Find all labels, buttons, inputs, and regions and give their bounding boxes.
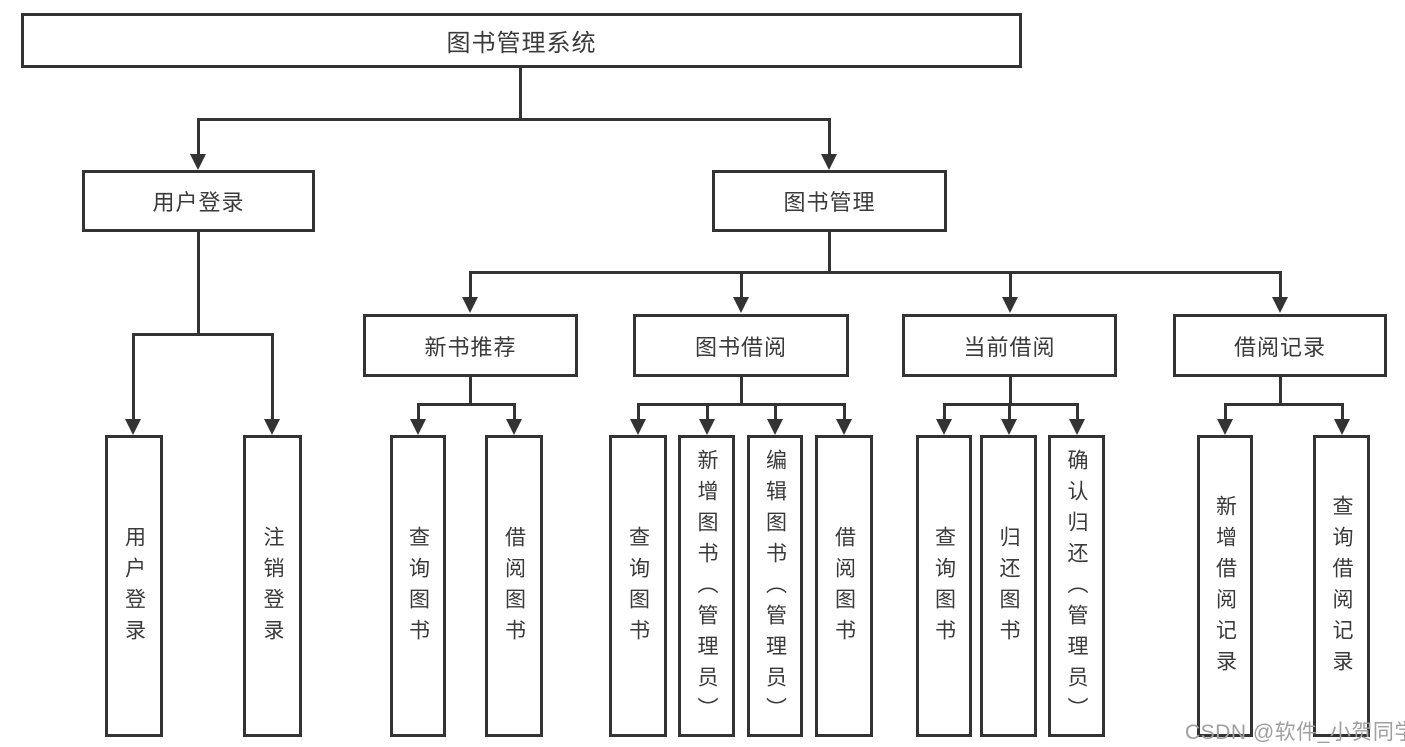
connector-line (271, 333, 274, 419)
arrow-down-icon (506, 419, 522, 435)
connector-line (1008, 403, 1011, 419)
arrow-down-icon (767, 419, 783, 435)
connector-line (1009, 377, 1012, 406)
arrow-down-icon (125, 419, 141, 435)
connector-line (1009, 271, 1012, 297)
connector-line (1341, 403, 1344, 419)
leaf-confirm-return-admin: 确认归还（管理员） (1048, 435, 1105, 737)
arrow-down-icon (821, 154, 837, 170)
leaf-add-borrow-record: 新增借阅记录 (1197, 435, 1253, 737)
connector-line (197, 232, 200, 336)
leaf-borrow-books: 借阅图书 (815, 435, 873, 737)
connector-line (469, 377, 472, 406)
connector-line (774, 403, 777, 419)
arrow-down-icon (630, 419, 646, 435)
leaf-query-books-recommend: 查询图书 (390, 435, 446, 737)
leaf-edit-books-admin: 编辑图书（管理员） (747, 435, 803, 737)
leaf-query-borrow-record: 查询借阅记录 (1313, 435, 1370, 737)
connector-line (1224, 403, 1227, 419)
node-user-login: 用户登录 (82, 170, 315, 232)
node-book-borrowing: 图书借阅 (633, 314, 849, 377)
arrow-down-icon (733, 297, 749, 313)
connector-line (469, 271, 1282, 274)
node-library-management-system: 图书管理系统 (21, 13, 1022, 68)
leaf-query-books-current: 查询图书 (916, 435, 972, 737)
connector-line (740, 271, 743, 297)
leaf-borrow-books-recommend: 借阅图书 (485, 435, 543, 737)
node-current-borrowing: 当前借阅 (902, 314, 1117, 377)
connector-line (519, 68, 522, 120)
watermark-text: CSDN @软件_小贺同学 (1185, 721, 1405, 744)
arrow-down-icon (836, 419, 852, 435)
leaf-return-books: 归还图书 (980, 435, 1037, 737)
connector-line (828, 232, 831, 274)
connector-line (197, 118, 200, 154)
arrow-down-icon (190, 154, 206, 170)
arrow-down-icon (1217, 419, 1233, 435)
connector-line (1224, 403, 1344, 406)
leaf-query-books-borrowing: 查询图书 (609, 435, 667, 737)
node-book-management: 图书管理 (712, 170, 947, 232)
connector-line (513, 403, 516, 419)
connector-line (637, 403, 846, 406)
connector-line (1279, 271, 1282, 297)
connector-line (197, 118, 831, 121)
node-new-book-recommendation: 新书推荐 (363, 314, 578, 377)
leaf-user-login: 用户登录 (105, 435, 163, 737)
connector-line (706, 403, 709, 419)
arrow-down-icon (264, 419, 280, 435)
arrow-down-icon (1002, 297, 1018, 313)
leaf-add-books-admin: 新增图书（管理员） (678, 435, 735, 737)
connector-line (132, 333, 135, 419)
arrow-down-icon (936, 419, 952, 435)
connector-line (417, 403, 516, 406)
connector-line (1279, 377, 1282, 406)
leaf-logout: 注销登录 (243, 435, 302, 737)
node-borrowing-records: 借阅记录 (1173, 314, 1387, 377)
arrow-down-icon (1272, 297, 1288, 313)
connector-line (469, 271, 472, 297)
arrow-down-icon (1334, 419, 1350, 435)
arrow-down-icon (1069, 419, 1085, 435)
connector-line (1076, 403, 1079, 419)
connector-line (637, 403, 640, 419)
arrow-down-icon (410, 419, 426, 435)
connector-line (828, 118, 831, 154)
arrow-down-icon (462, 297, 478, 313)
arrow-down-icon (699, 419, 715, 435)
connector-line (740, 377, 743, 406)
connector-line (943, 403, 946, 419)
arrow-down-icon (1001, 419, 1017, 435)
connector-line (417, 403, 420, 419)
connector-line (132, 333, 274, 336)
connector-line (943, 403, 1079, 406)
connector-line (843, 403, 846, 419)
